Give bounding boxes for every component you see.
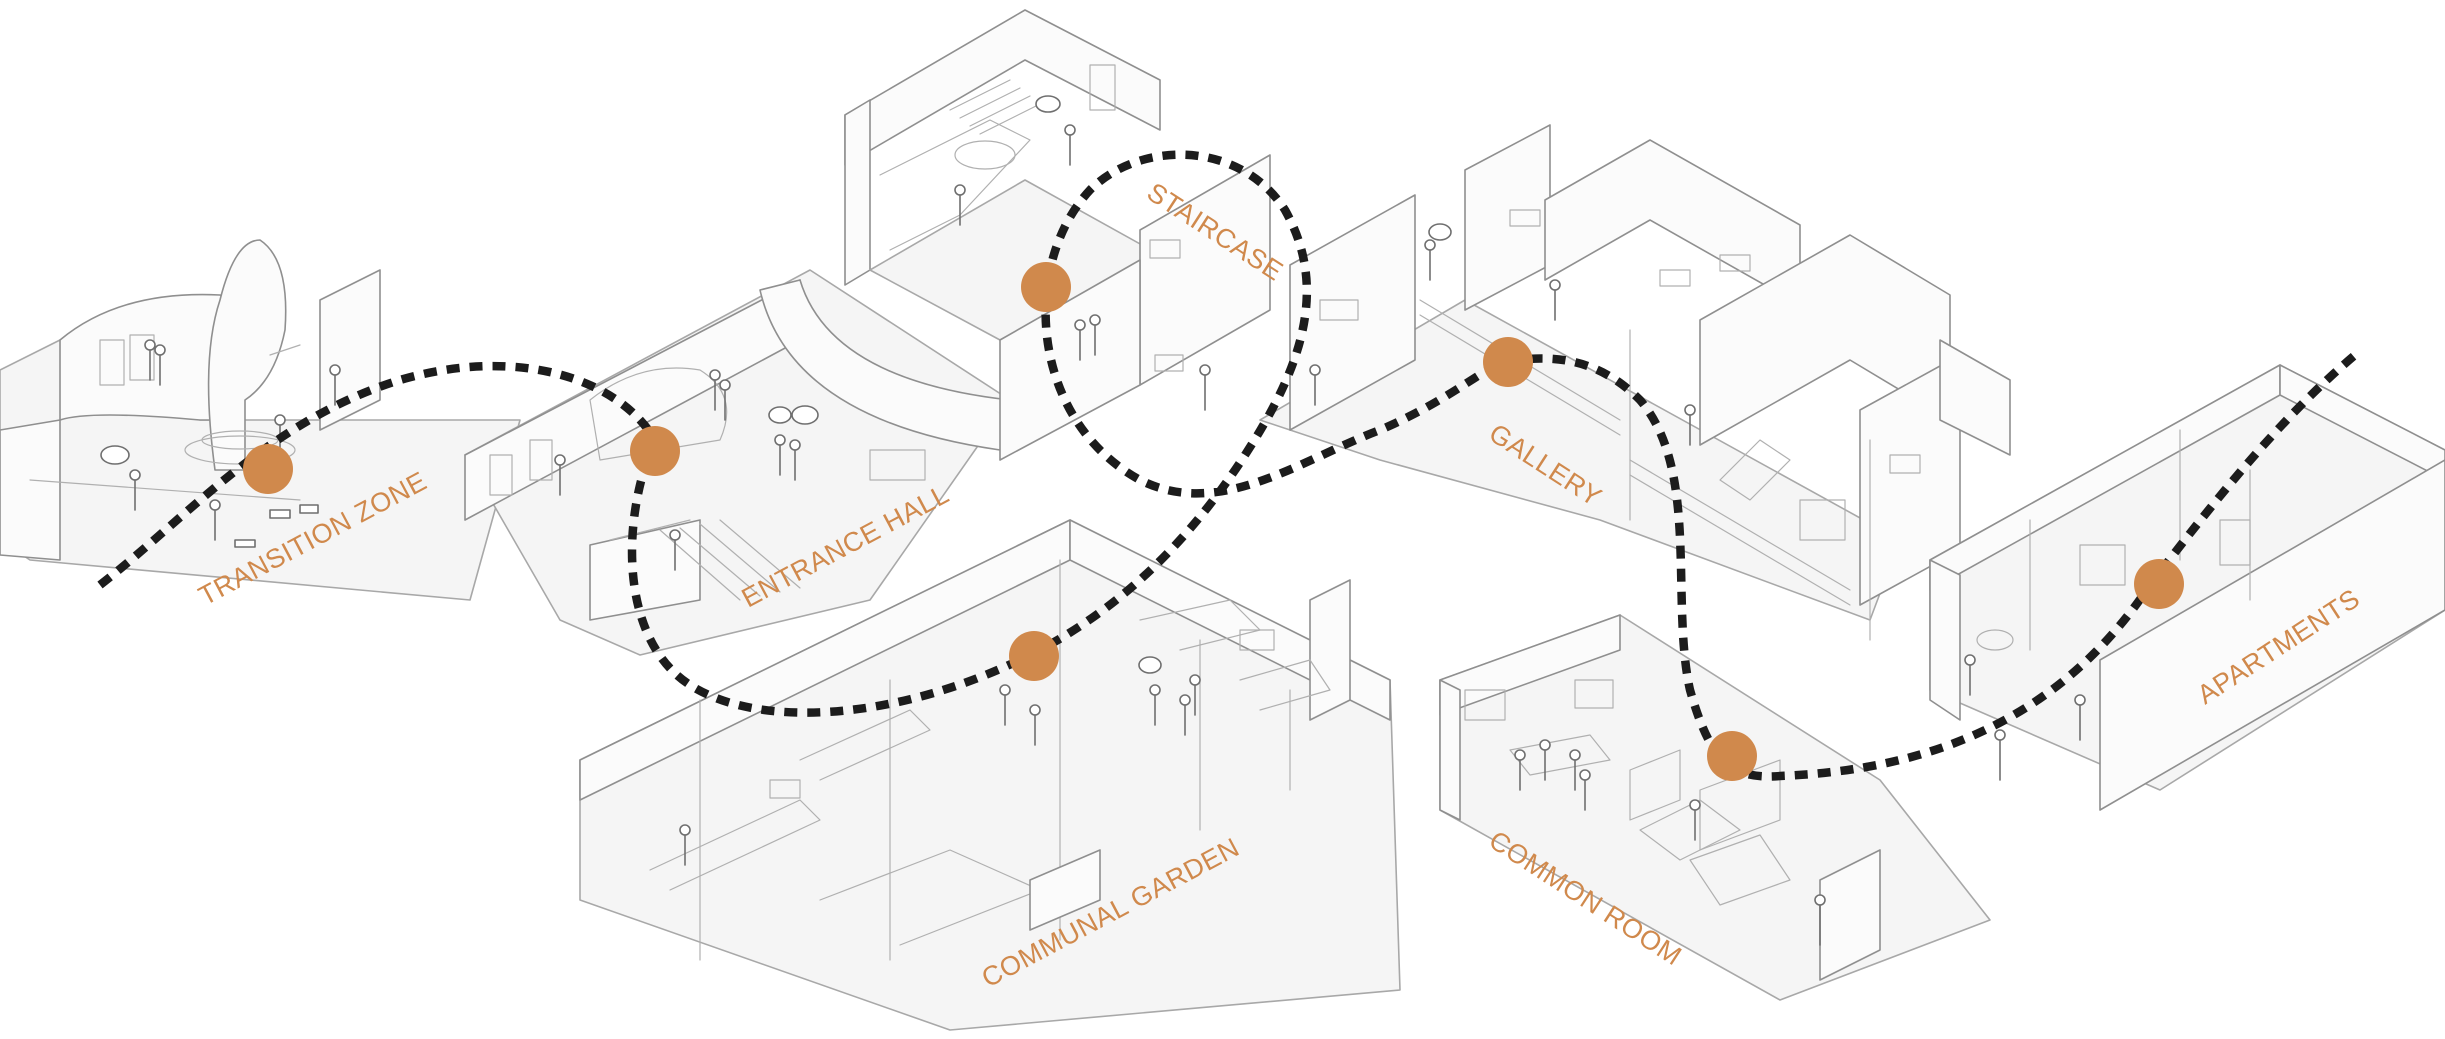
node-transition-zone [243,444,293,494]
staircase-drawing [844,9,1271,461]
people-group [554,369,819,571]
entrance-hall-drawing [464,269,1011,656]
people-group [1514,739,1826,946]
people-group [100,339,341,548]
people-group [1309,223,1696,446]
node-entrance-hall [630,426,680,476]
journey-path-dashed [97,150,2358,781]
communal-garden-drawing [579,519,1401,1031]
people-group [679,656,1201,866]
node-communal-garden [1009,631,1059,681]
transition-zone-drawing [0,239,521,601]
journey-route [97,150,2358,781]
node-staircase [1021,262,1071,312]
people-group [954,95,1211,411]
people-group [1964,654,2086,781]
node-common-room [1707,731,1757,781]
node-apartments [2134,559,2184,609]
architectural-sketch [0,9,2445,1031]
gallery-drawing [1259,124,2011,641]
journey-nodes [243,262,2184,781]
common-room-drawing [1439,614,1991,1001]
node-gallery [1483,337,1533,387]
